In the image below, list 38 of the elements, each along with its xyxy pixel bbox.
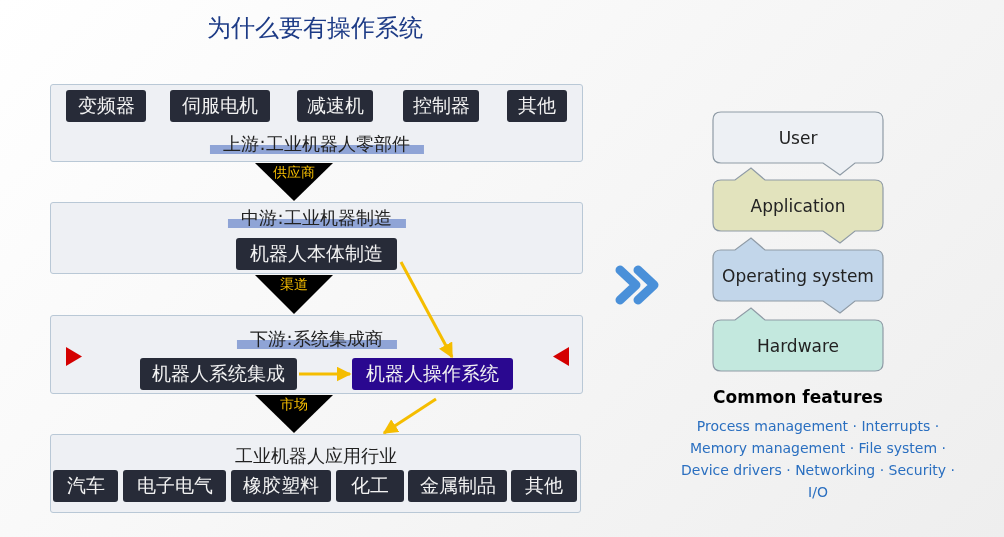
band-panel bbox=[50, 315, 583, 394]
band-heading: 中游:工业机器制造 bbox=[227, 206, 406, 230]
callout-box: Operating system bbox=[713, 238, 883, 313]
band-heading: 下游:系统集成商 bbox=[236, 327, 397, 351]
arrow bbox=[299, 366, 352, 382]
edge-label: 供应商 bbox=[272, 164, 316, 182]
label-box: 伺服电机 bbox=[170, 90, 270, 122]
band-panel bbox=[50, 202, 583, 274]
band-heading: 上游:工业机器人零部件 bbox=[209, 132, 424, 156]
band-heading: 工业机器人应用行业 bbox=[234, 444, 397, 468]
label-box: 汽车 bbox=[53, 470, 118, 502]
label-box: 机器人系统集成 bbox=[140, 358, 297, 390]
label-box: 化工 bbox=[336, 470, 404, 502]
edge-label: 渠道 bbox=[279, 276, 309, 294]
page-title: 为什么要有操作系统 bbox=[207, 13, 423, 44]
arrow bbox=[382, 397, 437, 435]
arrow bbox=[399, 261, 454, 359]
label-box: 控制器 bbox=[403, 90, 479, 122]
chevron-arrow bbox=[255, 163, 333, 201]
common-heading: Common features bbox=[712, 386, 884, 408]
label-box: 金属制品 bbox=[408, 470, 507, 502]
callout-box: User bbox=[713, 112, 883, 175]
chevron-arrow bbox=[255, 395, 333, 433]
label-box: 机器人本体制造 bbox=[236, 238, 397, 270]
label-box: 减速机 bbox=[297, 90, 373, 122]
feature-list: Process management · Interrupts · Memory management · File system · Device drivers · Networking · Security · I/O bbox=[672, 415, 964, 503]
edge-label: 市场 bbox=[279, 396, 309, 414]
band-panel bbox=[50, 434, 581, 513]
label-box: 其他 bbox=[511, 470, 577, 502]
label-box: 橡胶塑料 bbox=[231, 470, 331, 502]
callout-box: Application bbox=[713, 168, 883, 243]
label-box: 机器人操作系统 bbox=[352, 358, 513, 390]
chevron-arrow bbox=[255, 275, 333, 314]
label-box: 变频器 bbox=[66, 90, 146, 122]
label-box: 其他 bbox=[507, 90, 567, 122]
band-panel bbox=[50, 84, 583, 162]
label-box: 电子电气 bbox=[123, 470, 226, 502]
callout-box: Hardware bbox=[713, 308, 883, 371]
